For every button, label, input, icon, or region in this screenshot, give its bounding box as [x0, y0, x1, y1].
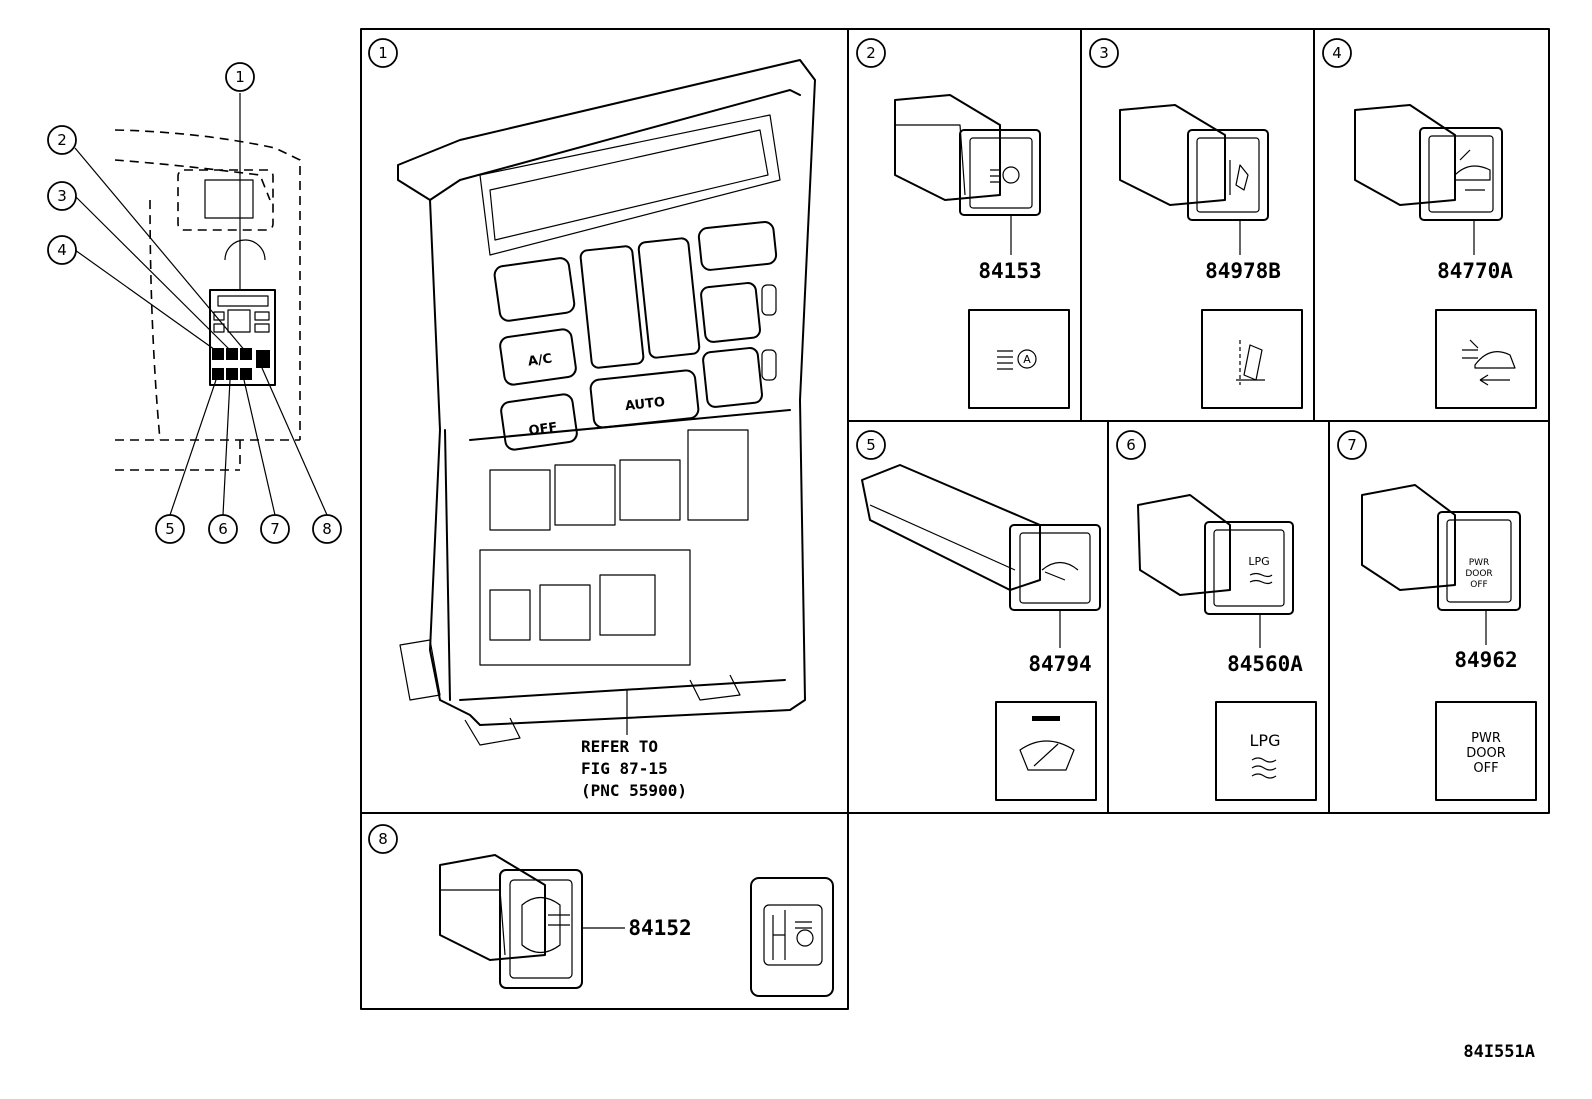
panel-frames [360, 28, 1550, 1010]
climate-bezel-drawing: A/C AUTO OFF [397, 59, 816, 746]
panel-5: 5 84794 [856, 430, 1101, 801]
refer-note-line-2: FIG 87-15 [581, 759, 668, 778]
callout-4: 4 [57, 241, 67, 259]
part-number-84560A: 84560A [1227, 652, 1303, 676]
panel-8-number: 8 [378, 830, 388, 848]
callout-1: 1 [235, 68, 245, 86]
leveling-switch-drawing [439, 854, 583, 989]
panel-3-number: 3 [1099, 44, 1109, 62]
switch-label-line-1: PWR [1469, 558, 1490, 568]
callout-3: 3 [57, 187, 67, 205]
panel-7: 7 PWR DOOR OFF 84962 PWR DOOR OFF [1337, 430, 1537, 801]
panel-1: 1 A/C AUTO OFF [368, 38, 816, 800]
lane-assist-icon [1201, 309, 1303, 409]
part-number-84978B: 84978B [1205, 259, 1281, 283]
svg-text:LPG: LPG [1248, 555, 1269, 568]
callout-2: 2 [57, 131, 67, 149]
panel-8: 8 84152 [368, 824, 834, 997]
callout-5: 5 [165, 520, 175, 538]
svg-text:A: A [1023, 353, 1031, 366]
callout-7: 7 [270, 520, 280, 538]
switch-drawing: PWR DOOR OFF [1361, 484, 1521, 611]
wiper-deicer-icon [995, 701, 1097, 801]
panel-2: 2 84153 A [856, 38, 1070, 409]
panel-2-number: 2 [866, 44, 876, 62]
icon-text-line-1: PWR [1471, 731, 1501, 746]
panel-7-number: 7 [1347, 436, 1357, 454]
switch-label-line-2: DOOR [1465, 569, 1492, 579]
panel-3: 3 84978B [1089, 38, 1303, 409]
panel-6: 6 LPG 84560A LPG [1116, 430, 1317, 801]
refer-note-line-1: REFER TO [581, 737, 658, 756]
vehicle-overview: 1 2 3 4 5 6 7 8 [47, 62, 342, 544]
pwr-door-off-icon: PWR DOOR OFF [1435, 701, 1537, 801]
refer-note-line-3: (PNC 55900) [581, 781, 687, 800]
callout-6: 6 [218, 520, 228, 538]
switch-drawing [1354, 104, 1503, 221]
part-number-84770A: 84770A [1437, 259, 1513, 283]
switch-drawing [1119, 104, 1269, 221]
part-number-84153: 84153 [978, 259, 1041, 283]
lpg-icon-text: LPG [1250, 731, 1281, 750]
part-number-84794: 84794 [1028, 652, 1091, 676]
panel-1-number: 1 [378, 44, 388, 62]
light-auto-icon: A [968, 309, 1070, 409]
part-number-84962: 84962 [1454, 648, 1517, 672]
pre-collision-icon [1435, 309, 1537, 409]
auto-button-label: AUTO [624, 395, 665, 414]
panel-6-number: 6 [1126, 436, 1136, 454]
lpg-icon: LPG [1215, 701, 1317, 801]
callout-8: 8 [322, 520, 332, 538]
off-button-label: OFF [528, 420, 559, 439]
switch-label-line-3: OFF [1470, 580, 1487, 590]
headlight-leveling-icon [750, 877, 834, 997]
panel-5-number: 5 [866, 436, 876, 454]
ac-button-label: A/C [527, 351, 553, 369]
switch-drawing [894, 94, 1041, 216]
icon-text-line-2: DOOR [1466, 746, 1506, 761]
panel-4-number: 4 [1332, 44, 1342, 62]
figure-code: 84I551A [1463, 1042, 1535, 1062]
switch-drawing [861, 464, 1101, 611]
icon-text-line-3: OFF [1473, 761, 1498, 776]
panel-4: 4 84770A [1322, 38, 1537, 409]
switch-drawing: LPG [1137, 494, 1294, 615]
part-number-84152: 84152 [628, 916, 691, 940]
